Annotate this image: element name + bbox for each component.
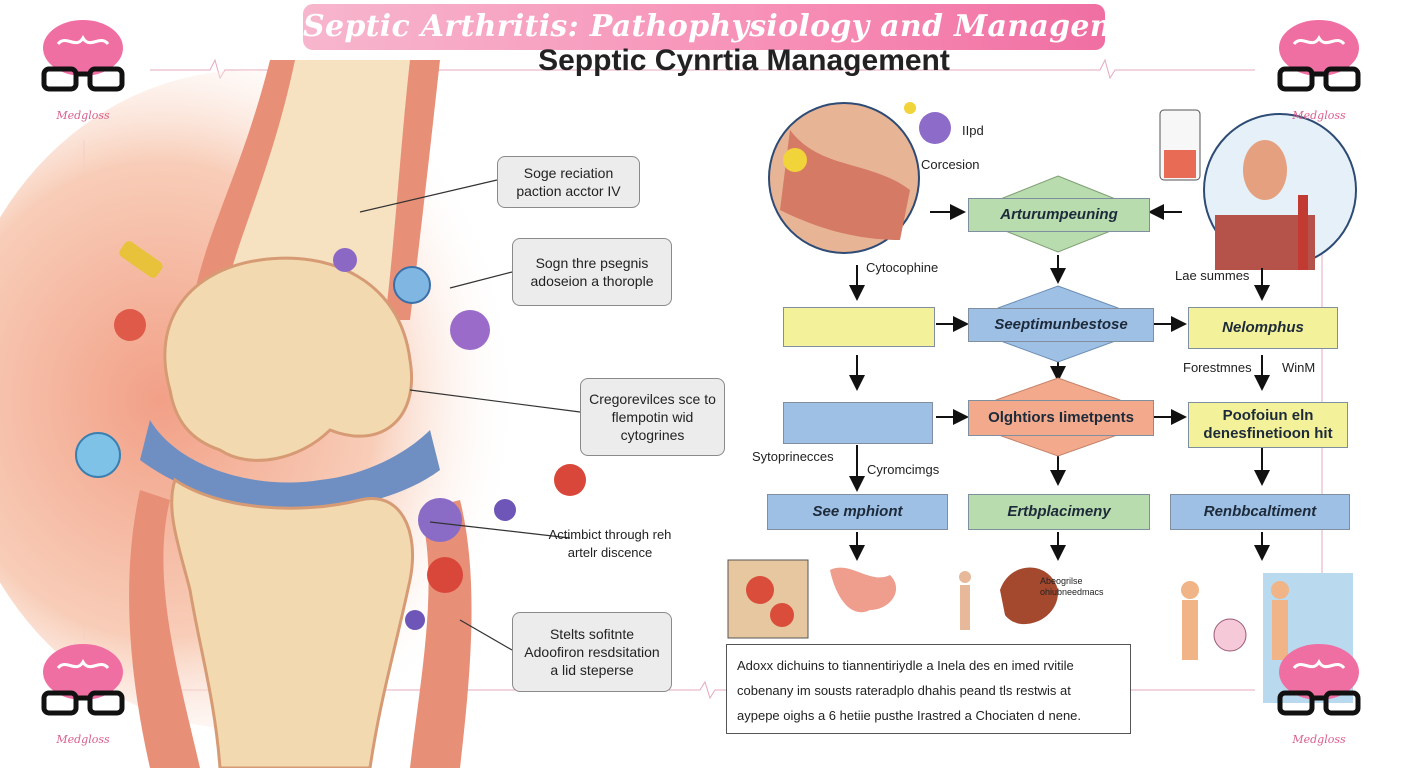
anatomy-label-3: Cregorevilces sce to flempotin wid cytog…	[580, 378, 725, 456]
summary-box: Adoxx dichuins to tiannentiriydle a Inel…	[726, 644, 1131, 734]
label-winm: WinM	[1282, 360, 1316, 375]
medgloss-logo-bottom-left: Medgloss	[38, 638, 128, 746]
flow-box-poofoiun: Poofoiun eln denesfinetioon hit	[1188, 402, 1348, 448]
medgloss-logo-bottom-right: Medgloss	[1274, 638, 1364, 746]
label-cyromcimgs: Cyromcimgs	[867, 462, 940, 477]
flow-box-see-mphiont: See mphiont	[767, 494, 948, 530]
label-forestmnes: Forestmnes	[1183, 360, 1252, 375]
label-sytoprinecces: Sytoprinecces	[752, 449, 834, 464]
flow-box-olghtiors: Olghtiors Iimetpents	[968, 400, 1154, 436]
label-abeogrilse: Abeogrilse ohiubneedmacs	[1040, 576, 1104, 597]
medgloss-logo-top-right: Medgloss	[1274, 14, 1364, 122]
brain-glasses-icon	[41, 20, 125, 92]
flow-box-nelomphus: Nelomphus	[1188, 307, 1338, 349]
knee-joint-illustration	[0, 60, 586, 768]
brain-glasses-icon	[41, 644, 125, 716]
label-cytocophine: Cytocophine	[866, 260, 939, 275]
logo-text: Medgloss	[1292, 109, 1346, 122]
flowchart-graphics	[727, 102, 1357, 703]
page-subtitle: Sepptic Cynrtia Management	[538, 44, 950, 77]
anatomy-label-2: Sogn thre psegnis adoseion a thorople	[512, 238, 672, 306]
anatomy-label-4: Actimbict through reh artelr discence	[548, 527, 672, 560]
label-lae-summes: Lae summes	[1175, 268, 1250, 283]
flow-box-arturumpeuning: Arturumpeuning	[968, 198, 1150, 232]
summary-line-1: Adoxx dichuins to tiannentiriydle a Inel…	[737, 658, 1074, 673]
flow-box-ertbplacimeny: Ertbplacimeny	[968, 494, 1150, 530]
logo-text: Medgloss	[56, 109, 110, 122]
flow-box-tissue-panel	[783, 402, 933, 444]
flow-box-renbbcaltiment: Renbbcaltiment	[1170, 494, 1350, 530]
logo-text: Medgloss	[56, 733, 110, 746]
flow-box-cell-panel	[783, 307, 935, 347]
brain-glasses-icon	[1277, 20, 1361, 92]
title-banner: Septic Arthritis: Pathophysiology and Ma…	[303, 4, 1105, 50]
flow-box-seeptimunbestose: Seeptimunbestose	[968, 308, 1154, 342]
brain-glasses-icon	[1277, 644, 1361, 716]
label-lipid: IIpd	[962, 123, 984, 138]
summary-line-3: aypepe oighs a 6 hetiie pusthe Irastred …	[737, 708, 1082, 723]
logo-text: Medgloss	[1292, 733, 1346, 746]
medgloss-logo-top-left: Medgloss	[38, 14, 128, 122]
summary-line-2: cobenany im sousts rateradplo dhahis pea…	[737, 683, 1071, 698]
anatomy-label-1: Soge reciation paction acctor IV	[497, 156, 640, 208]
label-corcesion: Corcesion	[921, 157, 980, 172]
anatomy-label-5: Stelts sofitnte Adoofiron resdsitation a…	[512, 612, 672, 692]
